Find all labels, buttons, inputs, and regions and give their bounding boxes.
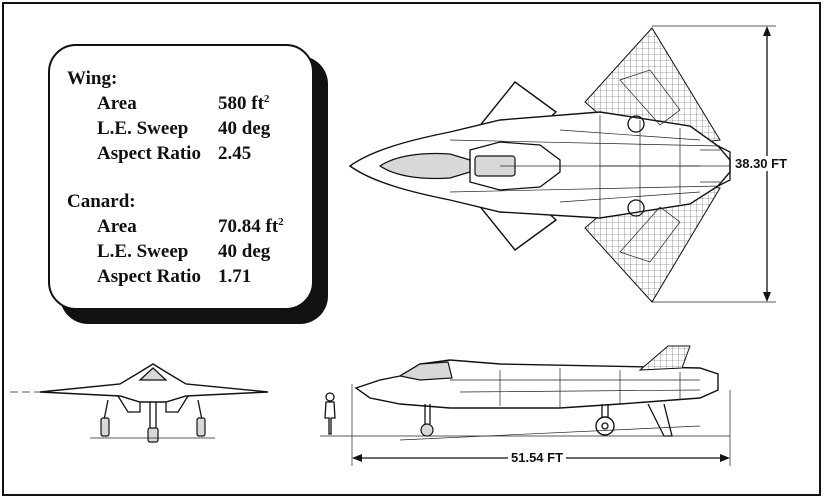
wing-sweep-value: 40 deg: [218, 118, 271, 139]
wing-heading: Wing:: [67, 68, 118, 89]
front-view: [10, 363, 269, 443]
canard-sweep-value: 40 deg: [218, 241, 271, 262]
wingspan-dimension-label: 38.30 FT: [732, 156, 791, 171]
wing-sweep-label: L.E. Sweep: [97, 118, 189, 139]
front-view-canopy: [138, 367, 168, 381]
canard-sweep-label: L.E. Sweep: [97, 241, 189, 262]
side-view: [320, 345, 730, 441]
wing-area-value: 580 ft2: [218, 93, 270, 114]
wing-area-label: Area: [97, 93, 137, 114]
plan-view: [348, 27, 731, 303]
side-view-tail-fin: [638, 345, 691, 371]
wing-area-unit-exponent: 2: [263, 93, 270, 105]
side-view-nose-wheel: [420, 423, 434, 437]
canard-heading: Canard:: [67, 191, 136, 212]
human-scale-figure: [324, 392, 336, 435]
canard-area-unit-exponent: 2: [278, 216, 284, 228]
canard-aspect-ratio-label: Aspect Ratio: [97, 266, 201, 287]
front-view-wing-and-body: [39, 363, 269, 403]
canard-area-value: 70.84 ft2: [218, 216, 284, 237]
canard-aspect-ratio-value: 1.71: [218, 266, 252, 287]
wing-aspect-ratio-label: Aspect Ratio: [97, 143, 201, 164]
side-view-canopy: [398, 361, 453, 381]
canard-area-label: Area: [97, 216, 137, 237]
drawing-frame: [2, 2, 821, 496]
spec-card: [48, 44, 314, 310]
length-dimension-label: 51.54 FT: [508, 450, 567, 465]
side-view-main-wheel: [595, 416, 615, 436]
wing-aspect-ratio-value: 2.45: [218, 143, 252, 164]
